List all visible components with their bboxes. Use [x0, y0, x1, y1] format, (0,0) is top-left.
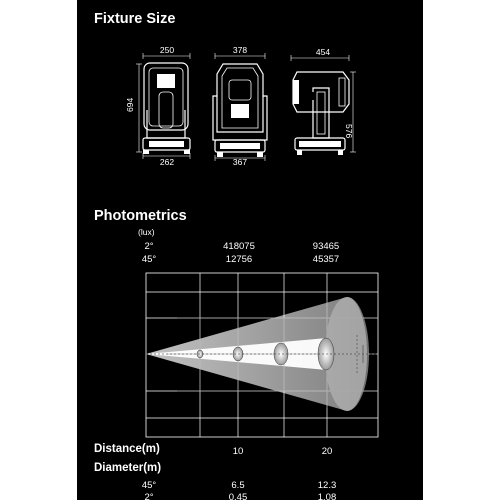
diameter-label: Diameter(m): [94, 462, 162, 474]
lux-row-angle: 45°: [141, 254, 157, 265]
distance-label: Distance(m): [94, 443, 160, 455]
distance-tick-20: 20: [321, 446, 333, 457]
side-width-top: 454: [315, 47, 331, 57]
middle-view-drawing: [212, 53, 268, 161]
lux-row-value-10m: 12756: [225, 254, 253, 265]
middle-width-base: 367: [232, 157, 248, 167]
front-width-top: 250: [159, 45, 175, 55]
front-width-base: 262: [159, 157, 175, 167]
lux-row-value-20m: 93465: [312, 241, 340, 252]
diameter-row-angle: 2°: [144, 492, 154, 500]
lux-row-value-10m: 418075: [223, 241, 255, 252]
distance-tick-10: 10: [232, 446, 244, 457]
beam-diagram: [145, 272, 379, 438]
diameter-row-value-20m: 1.08: [317, 492, 337, 500]
lux-unit: (lux): [138, 227, 155, 237]
diameter-row-value-10m: 0.45: [228, 492, 248, 500]
diameter-row-value-20m: 12.3: [317, 480, 337, 491]
spec-panel: Fixture Size 250 694 262: [77, 0, 423, 500]
lux-row-angle: 2°: [144, 241, 154, 252]
fixture-size-title: Fixture Size: [94, 11, 176, 27]
middle-width-top: 378: [232, 45, 248, 55]
front-view-drawing: [136, 53, 191, 159]
side-view-drawing: [290, 55, 356, 155]
diameter-row-value-10m: 6.5: [231, 480, 245, 491]
photometrics-title: Photometrics: [94, 208, 187, 224]
lux-row-value-20m: 45357: [312, 254, 340, 265]
diameter-row-angle: 45°: [141, 480, 157, 491]
